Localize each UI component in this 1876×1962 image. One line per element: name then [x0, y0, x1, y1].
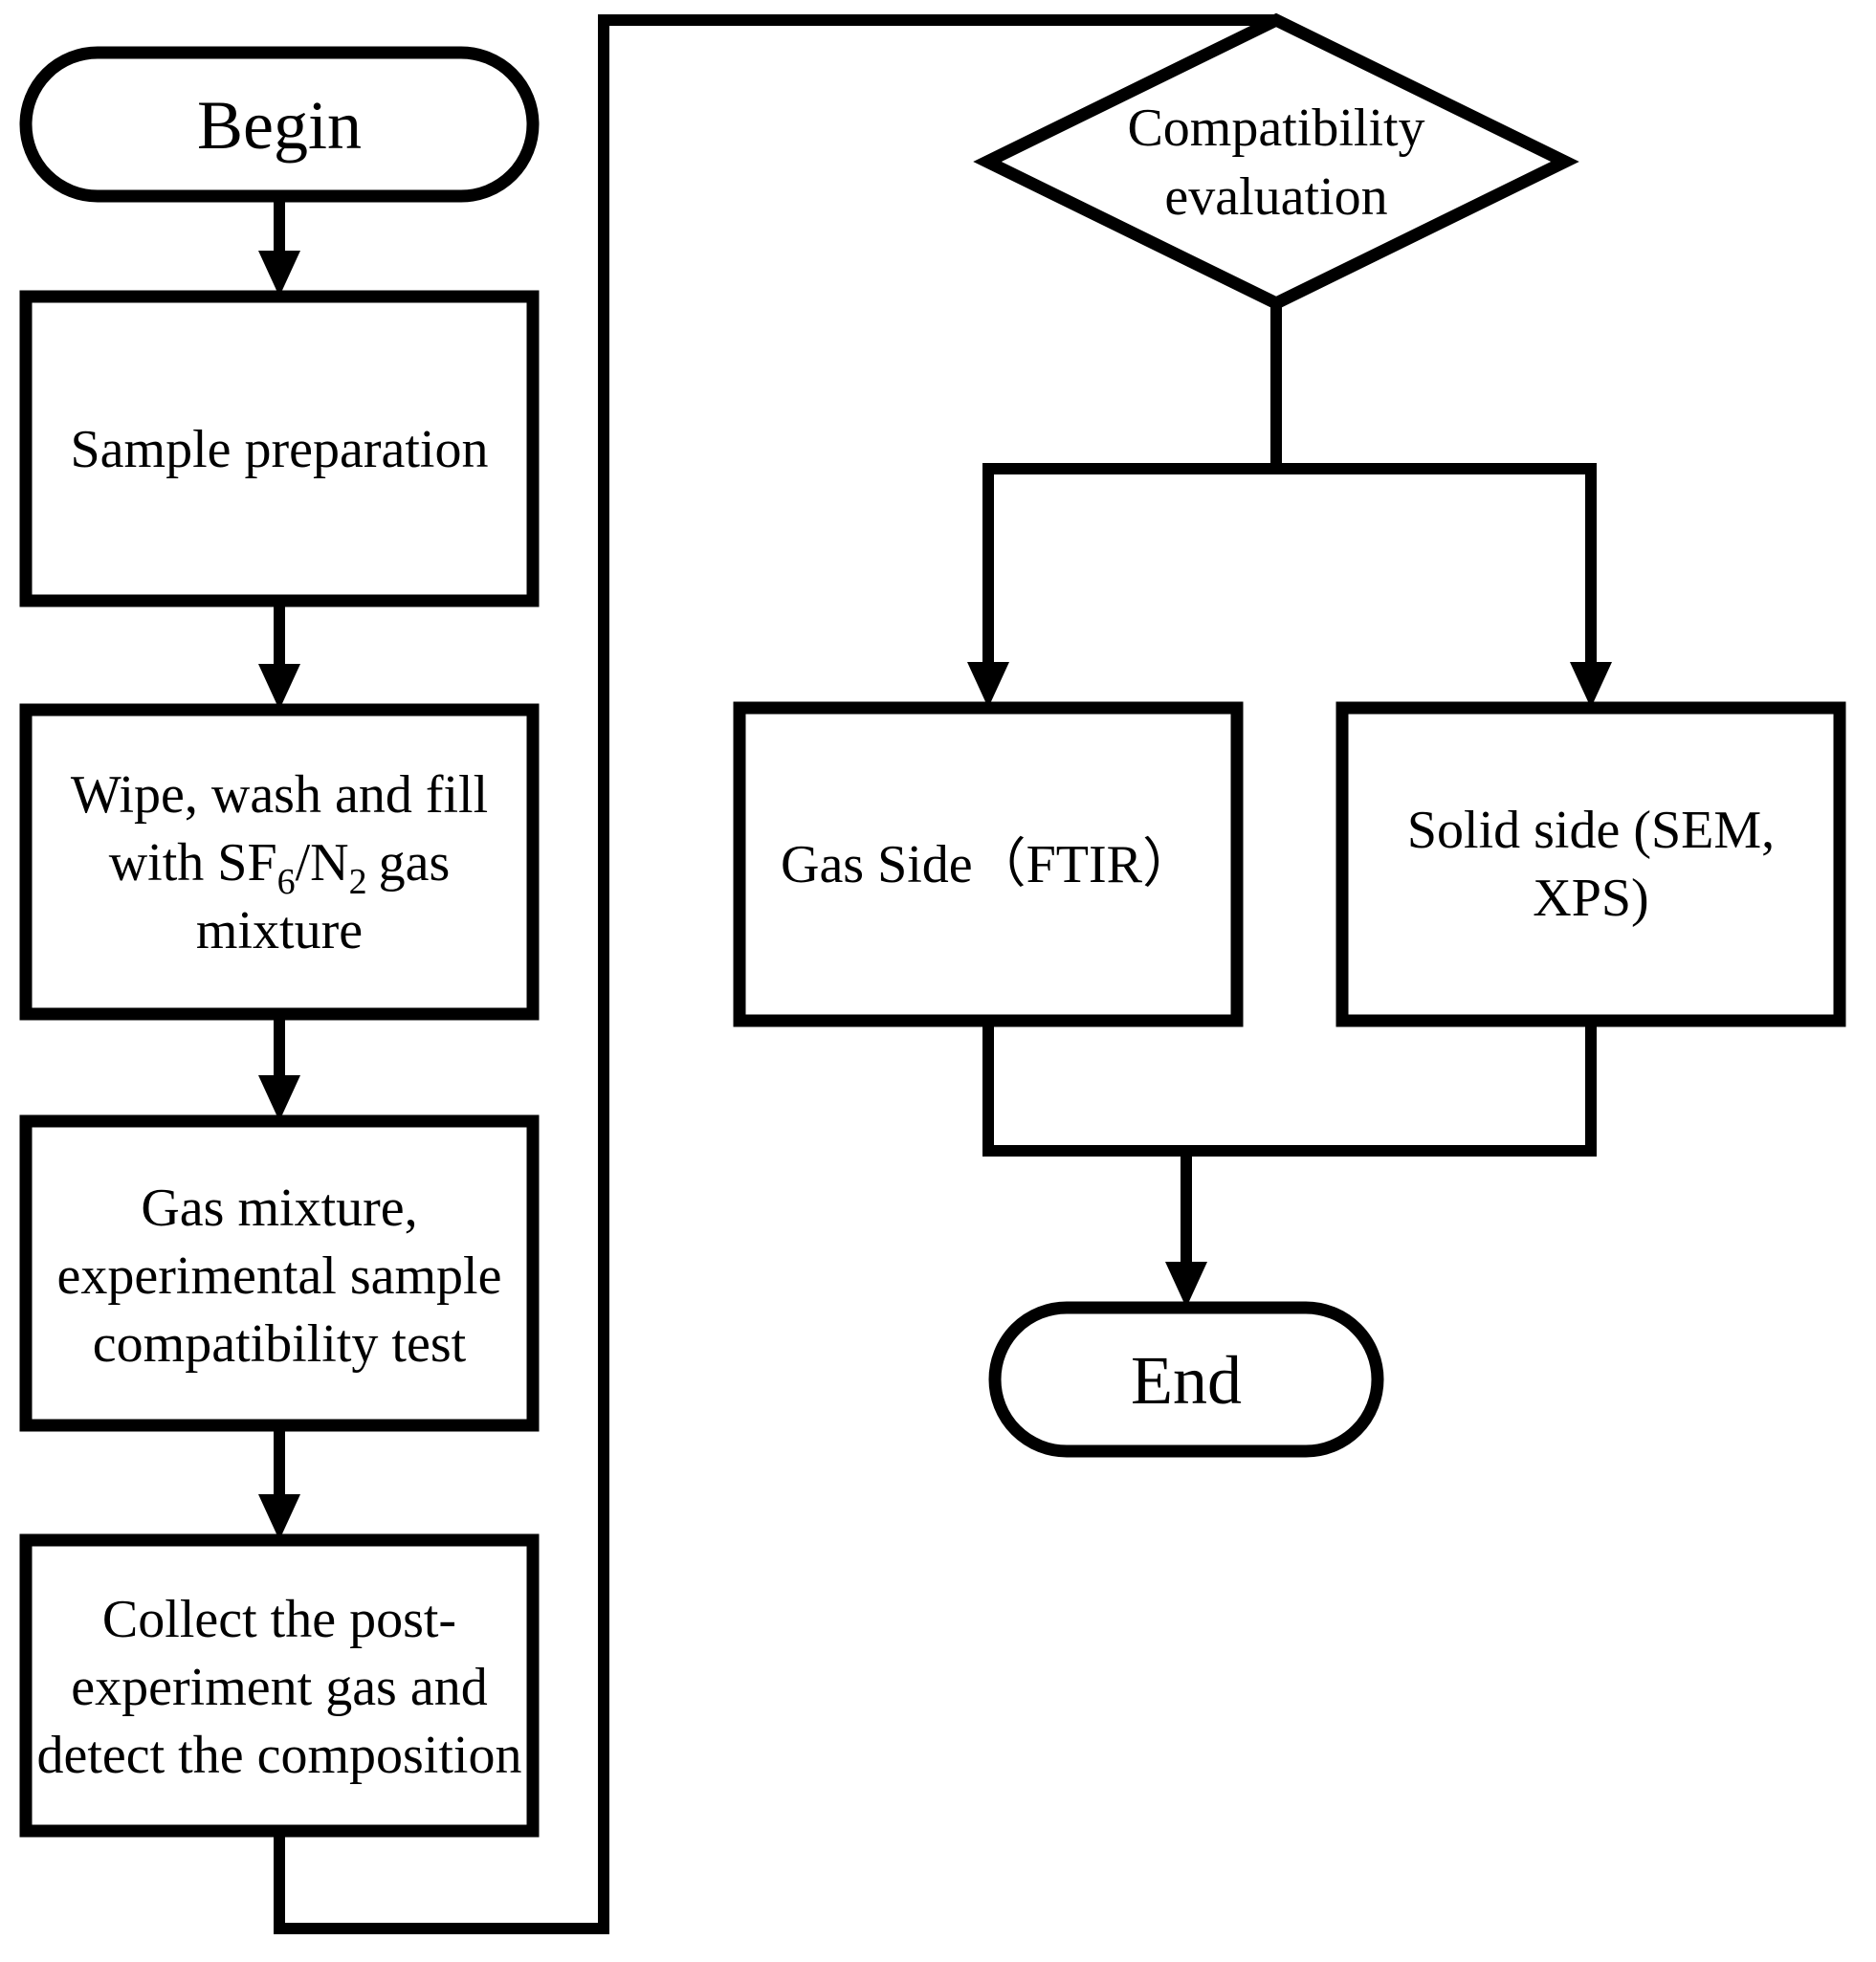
arrowhead-gas-mixture-test-to-collect [258, 1494, 300, 1540]
process-gas-side: Gas Side（FTIR） [733, 701, 1244, 1027]
decision-compatibility-evaluation-line2: evaluation [1164, 167, 1387, 227]
process-collect-gas-shape [19, 1533, 540, 1838]
terminator-begin-label: Begin [197, 87, 362, 164]
process-gas-mixture-test: Gas mixture, experimental sample compati… [19, 1114, 540, 1432]
decision-compatibility-evaluation-shape [973, 12, 1579, 311]
process-gas-mixture-test-line1: Gas mixture, [141, 1179, 417, 1238]
connector-merge-bar [982, 1021, 1597, 1157]
process-wipe-wash-fill-shape [19, 703, 540, 1021]
process-sample-preparation-label: Sample preparation [71, 420, 489, 479]
terminator-end: End [988, 1301, 1384, 1458]
process-collect-gas-line3: detect the composition [37, 1726, 522, 1785]
terminator-end-shape [988, 1301, 1384, 1458]
terminator-begin-shape [19, 46, 540, 203]
process-collect-gas-line1: Collect the post- [102, 1590, 456, 1649]
process-collect-gas: Collect the post- experiment gas and det… [19, 1533, 540, 1838]
arrowhead-begin-to-sample-preparation [258, 251, 300, 297]
process-gas-mixture-test-shape [19, 1114, 540, 1432]
process-gas-side-label: Gas Side（FTIR） [781, 835, 1196, 894]
terminator-end-label: End [1131, 1342, 1242, 1419]
arrowhead-wipe-to-gas-mixture-test [258, 1075, 300, 1121]
process-wipe-wash-fill-line1: Wipe, wash and fill [71, 765, 488, 825]
process-collect-gas-line2: experiment gas and [71, 1658, 487, 1717]
decision-compatibility-evaluation-line1: Compatibility [1127, 99, 1424, 158]
process-solid-side-shape [1335, 701, 1846, 1027]
arrowhead-merge-to-end [1165, 1262, 1207, 1308]
process-solid-side-line1: Solid side (SEM, [1407, 801, 1775, 860]
process-sample-preparation: Sample preparation [19, 290, 540, 607]
process-solid-side-line2: XPS) [1533, 869, 1648, 928]
process-wipe-wash-fill-line3: mixture [196, 901, 363, 960]
arrowhead-to-solid-side [1570, 662, 1612, 708]
connector-split-bar [982, 463, 1597, 670]
decision-compatibility-evaluation: Compatibility evaluation [973, 12, 1579, 311]
connector-collect-to-compatibility-evaluation [274, 14, 1276, 1934]
arrowhead-to-gas-side [967, 662, 1009, 708]
process-gas-mixture-test-line3: compatibility test [93, 1314, 467, 1374]
process-gas-side-shape [733, 701, 1244, 1027]
arrowhead-sample-preparation-to-wipe [258, 664, 300, 710]
terminator-begin: Begin [19, 46, 540, 203]
process-sample-preparation-shape [19, 290, 540, 607]
process-solid-side: Solid side (SEM, XPS) [1335, 701, 1846, 1027]
process-gas-mixture-test-line2: experimental sample [57, 1246, 502, 1306]
